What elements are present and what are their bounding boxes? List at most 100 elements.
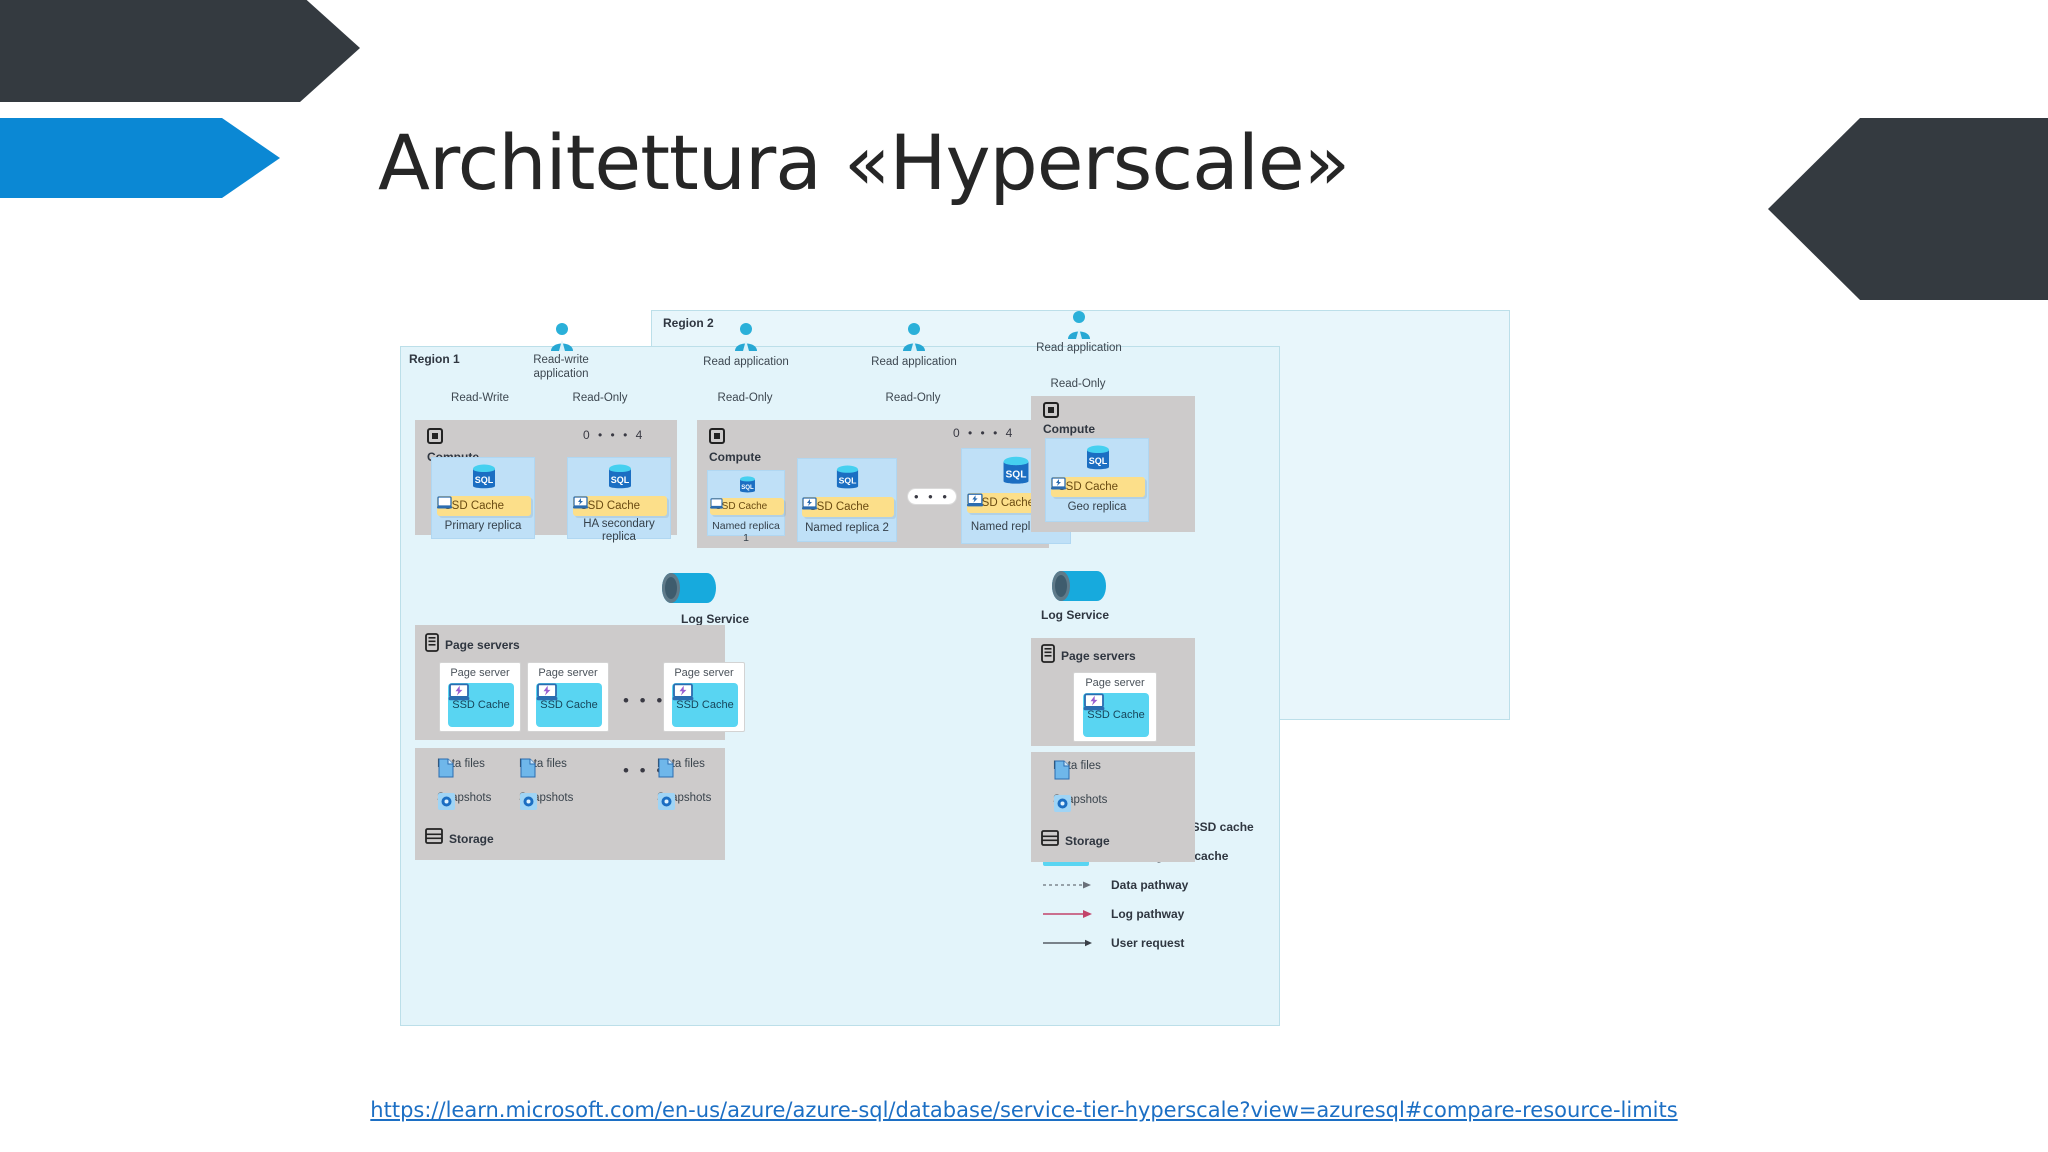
replica-count-range-1: 0 • • • 4 bbox=[583, 428, 645, 442]
storage-data-files-2: Data files bbox=[519, 758, 567, 778]
caption-read-application-geo: Read application bbox=[1036, 342, 1122, 354]
ssd-cache-primary: SSD Cache bbox=[437, 496, 531, 516]
ssd-cache-ha-secondary: SSD Cache bbox=[573, 496, 667, 516]
storage-snapshots-3: Snapshots bbox=[657, 792, 711, 810]
replica-name-named-2: Named replica 2 bbox=[805, 522, 889, 534]
caption-read-application-1: Read application bbox=[703, 356, 789, 368]
edge-label-read-only-geo: Read-Only bbox=[1050, 378, 1106, 390]
sql-database-icon: SQL bbox=[740, 476, 755, 493]
storage-data-files-geo: Data files bbox=[1053, 760, 1101, 780]
ssd-cache-named-1: SSD Cache bbox=[710, 498, 784, 515]
svg-text:SQL: SQL bbox=[475, 475, 494, 485]
page-server-2: Page server SSD Cache bbox=[527, 662, 609, 732]
storage-snapshots-2: Snapshots bbox=[519, 792, 573, 810]
ssd-cache-label: SSD Cache bbox=[974, 497, 1035, 509]
log-service-label-region2: Log Service bbox=[1041, 608, 1110, 622]
page-server-title-2: Page server bbox=[538, 667, 598, 679]
decorative-chevron-top-left-dark bbox=[0, 0, 360, 102]
sql-database-icon: SQL bbox=[836, 465, 859, 489]
decorative-chevron-top-left-blue bbox=[0, 118, 280, 198]
page-server-cache-3: SSD Cache bbox=[672, 683, 738, 727]
ssd-disk-icon bbox=[437, 496, 452, 509]
replica-name-named-1: Named replica 1 bbox=[712, 520, 780, 545]
ssd-cache-named-2: SSD Cache bbox=[802, 497, 894, 517]
edge-label-read-only-1: Read-Only bbox=[572, 392, 628, 404]
sql-database-icon: SQL bbox=[473, 464, 495, 489]
page-servers-label-region2: Page servers bbox=[1061, 649, 1136, 663]
ssd-disk-icon bbox=[573, 496, 588, 509]
compute-label-geo: Compute bbox=[1043, 422, 1095, 436]
snapshots-icon bbox=[520, 793, 537, 810]
snapshots-icon bbox=[1054, 795, 1071, 812]
page-title: Architettura «Hyperscale» bbox=[378, 118, 1350, 207]
caption-read-application-2: Read application bbox=[871, 356, 957, 368]
decorative-chevron-right-dark bbox=[1768, 118, 2048, 300]
ssd-cache-label: SSD Cache bbox=[444, 500, 505, 512]
sql-database-icon: SQL bbox=[609, 464, 631, 489]
log-service-label-region1: Log Service bbox=[681, 612, 750, 626]
ssd-cache-label: SSD Cache bbox=[1058, 481, 1119, 493]
replica-name-primary: Primary replica bbox=[444, 520, 522, 532]
page-server-cache-label-1: SSD Cache bbox=[452, 699, 510, 711]
ssd-disk-icon bbox=[448, 683, 470, 701]
page-server-cache-geo: SSD Cache bbox=[1083, 693, 1149, 737]
ssd-disk-icon bbox=[672, 683, 694, 701]
page-server-cache-label-3: SSD Cache bbox=[676, 699, 734, 711]
legend-dashed-arrow-icon bbox=[1043, 881, 1091, 889]
svg-text:SQL: SQL bbox=[1006, 470, 1027, 481]
ssd-cache-label: SSD Cache bbox=[715, 501, 768, 512]
replica-geo: SQL SSD Cache Geo replica bbox=[1045, 438, 1149, 522]
svg-text:SQL: SQL bbox=[839, 475, 858, 485]
page-server-3: Page server SSD Cache bbox=[663, 662, 745, 732]
page-server-geo: Page server SSD Cache bbox=[1073, 672, 1157, 742]
storage-icon-1 bbox=[425, 828, 443, 844]
source-link[interactable]: https://learn.microsoft.com/en-us/azure/… bbox=[370, 1098, 1678, 1122]
page-server-title-3: Page server bbox=[674, 667, 734, 679]
legend-solid-arrow-icon bbox=[1043, 939, 1092, 947]
region-1-title: Region 1 bbox=[409, 352, 460, 366]
snapshots-icon bbox=[438, 793, 455, 810]
replica-name-geo: Geo replica bbox=[1067, 501, 1127, 513]
log-service-cylinder-region1 bbox=[662, 573, 716, 603]
ssd-disk-icon bbox=[802, 497, 817, 510]
page-server-title-geo: Page server bbox=[1085, 677, 1145, 689]
compute-label-2: Compute bbox=[709, 450, 761, 464]
sql-database-icon: SQL bbox=[1003, 456, 1029, 484]
page-server-title-1: Page server bbox=[450, 667, 510, 679]
compute-icon-1 bbox=[427, 428, 443, 444]
legend-label-log-pathway: Log pathway bbox=[1111, 907, 1185, 921]
svg-text:SQL: SQL bbox=[611, 475, 630, 485]
log-service-cylinder-region2 bbox=[1052, 571, 1106, 601]
ssd-cache-geo: SSD Cache bbox=[1051, 477, 1145, 497]
storage-snapshots-1: Snapshots bbox=[437, 792, 491, 810]
ssd-disk-icon bbox=[536, 683, 558, 701]
storage-icon-2 bbox=[1041, 830, 1059, 846]
edge-label-read-write: Read-Write bbox=[451, 392, 509, 404]
ssd-disk-icon bbox=[1051, 477, 1066, 490]
legend-label-user-request: User request bbox=[1111, 936, 1185, 950]
snapshots-icon bbox=[658, 793, 675, 810]
replica-count-range-2: 0 • • • 4 bbox=[953, 426, 1015, 440]
region-2-title: Region 2 bbox=[663, 316, 714, 330]
storage-data-files-1: Data files bbox=[437, 758, 485, 778]
compute-icon-2 bbox=[709, 428, 725, 444]
page-server-cache-1: SSD Cache bbox=[448, 683, 514, 727]
edge-label-read-only-2: Read-Only bbox=[717, 392, 773, 404]
ellipsis-between-named-replicas: • • • bbox=[907, 488, 957, 505]
replica-named-2: SQL SSD Cache Named replica 2 bbox=[797, 458, 897, 542]
svg-text:SQL: SQL bbox=[1089, 456, 1108, 466]
data-files-icon bbox=[658, 758, 674, 778]
page-server-cache-2: SSD Cache bbox=[536, 683, 602, 727]
page-server-cache-label-2: SSD Cache bbox=[540, 699, 598, 711]
page-servers-icon-1 bbox=[425, 633, 439, 652]
ellipsis-storage: • • • bbox=[623, 761, 666, 780]
ssd-disk-icon bbox=[710, 498, 723, 509]
data-files-icon bbox=[520, 758, 536, 778]
ssd-disk-icon bbox=[967, 493, 983, 507]
ssd-disk-icon bbox=[1083, 693, 1105, 711]
page-servers-label-region1: Page servers bbox=[445, 638, 520, 652]
